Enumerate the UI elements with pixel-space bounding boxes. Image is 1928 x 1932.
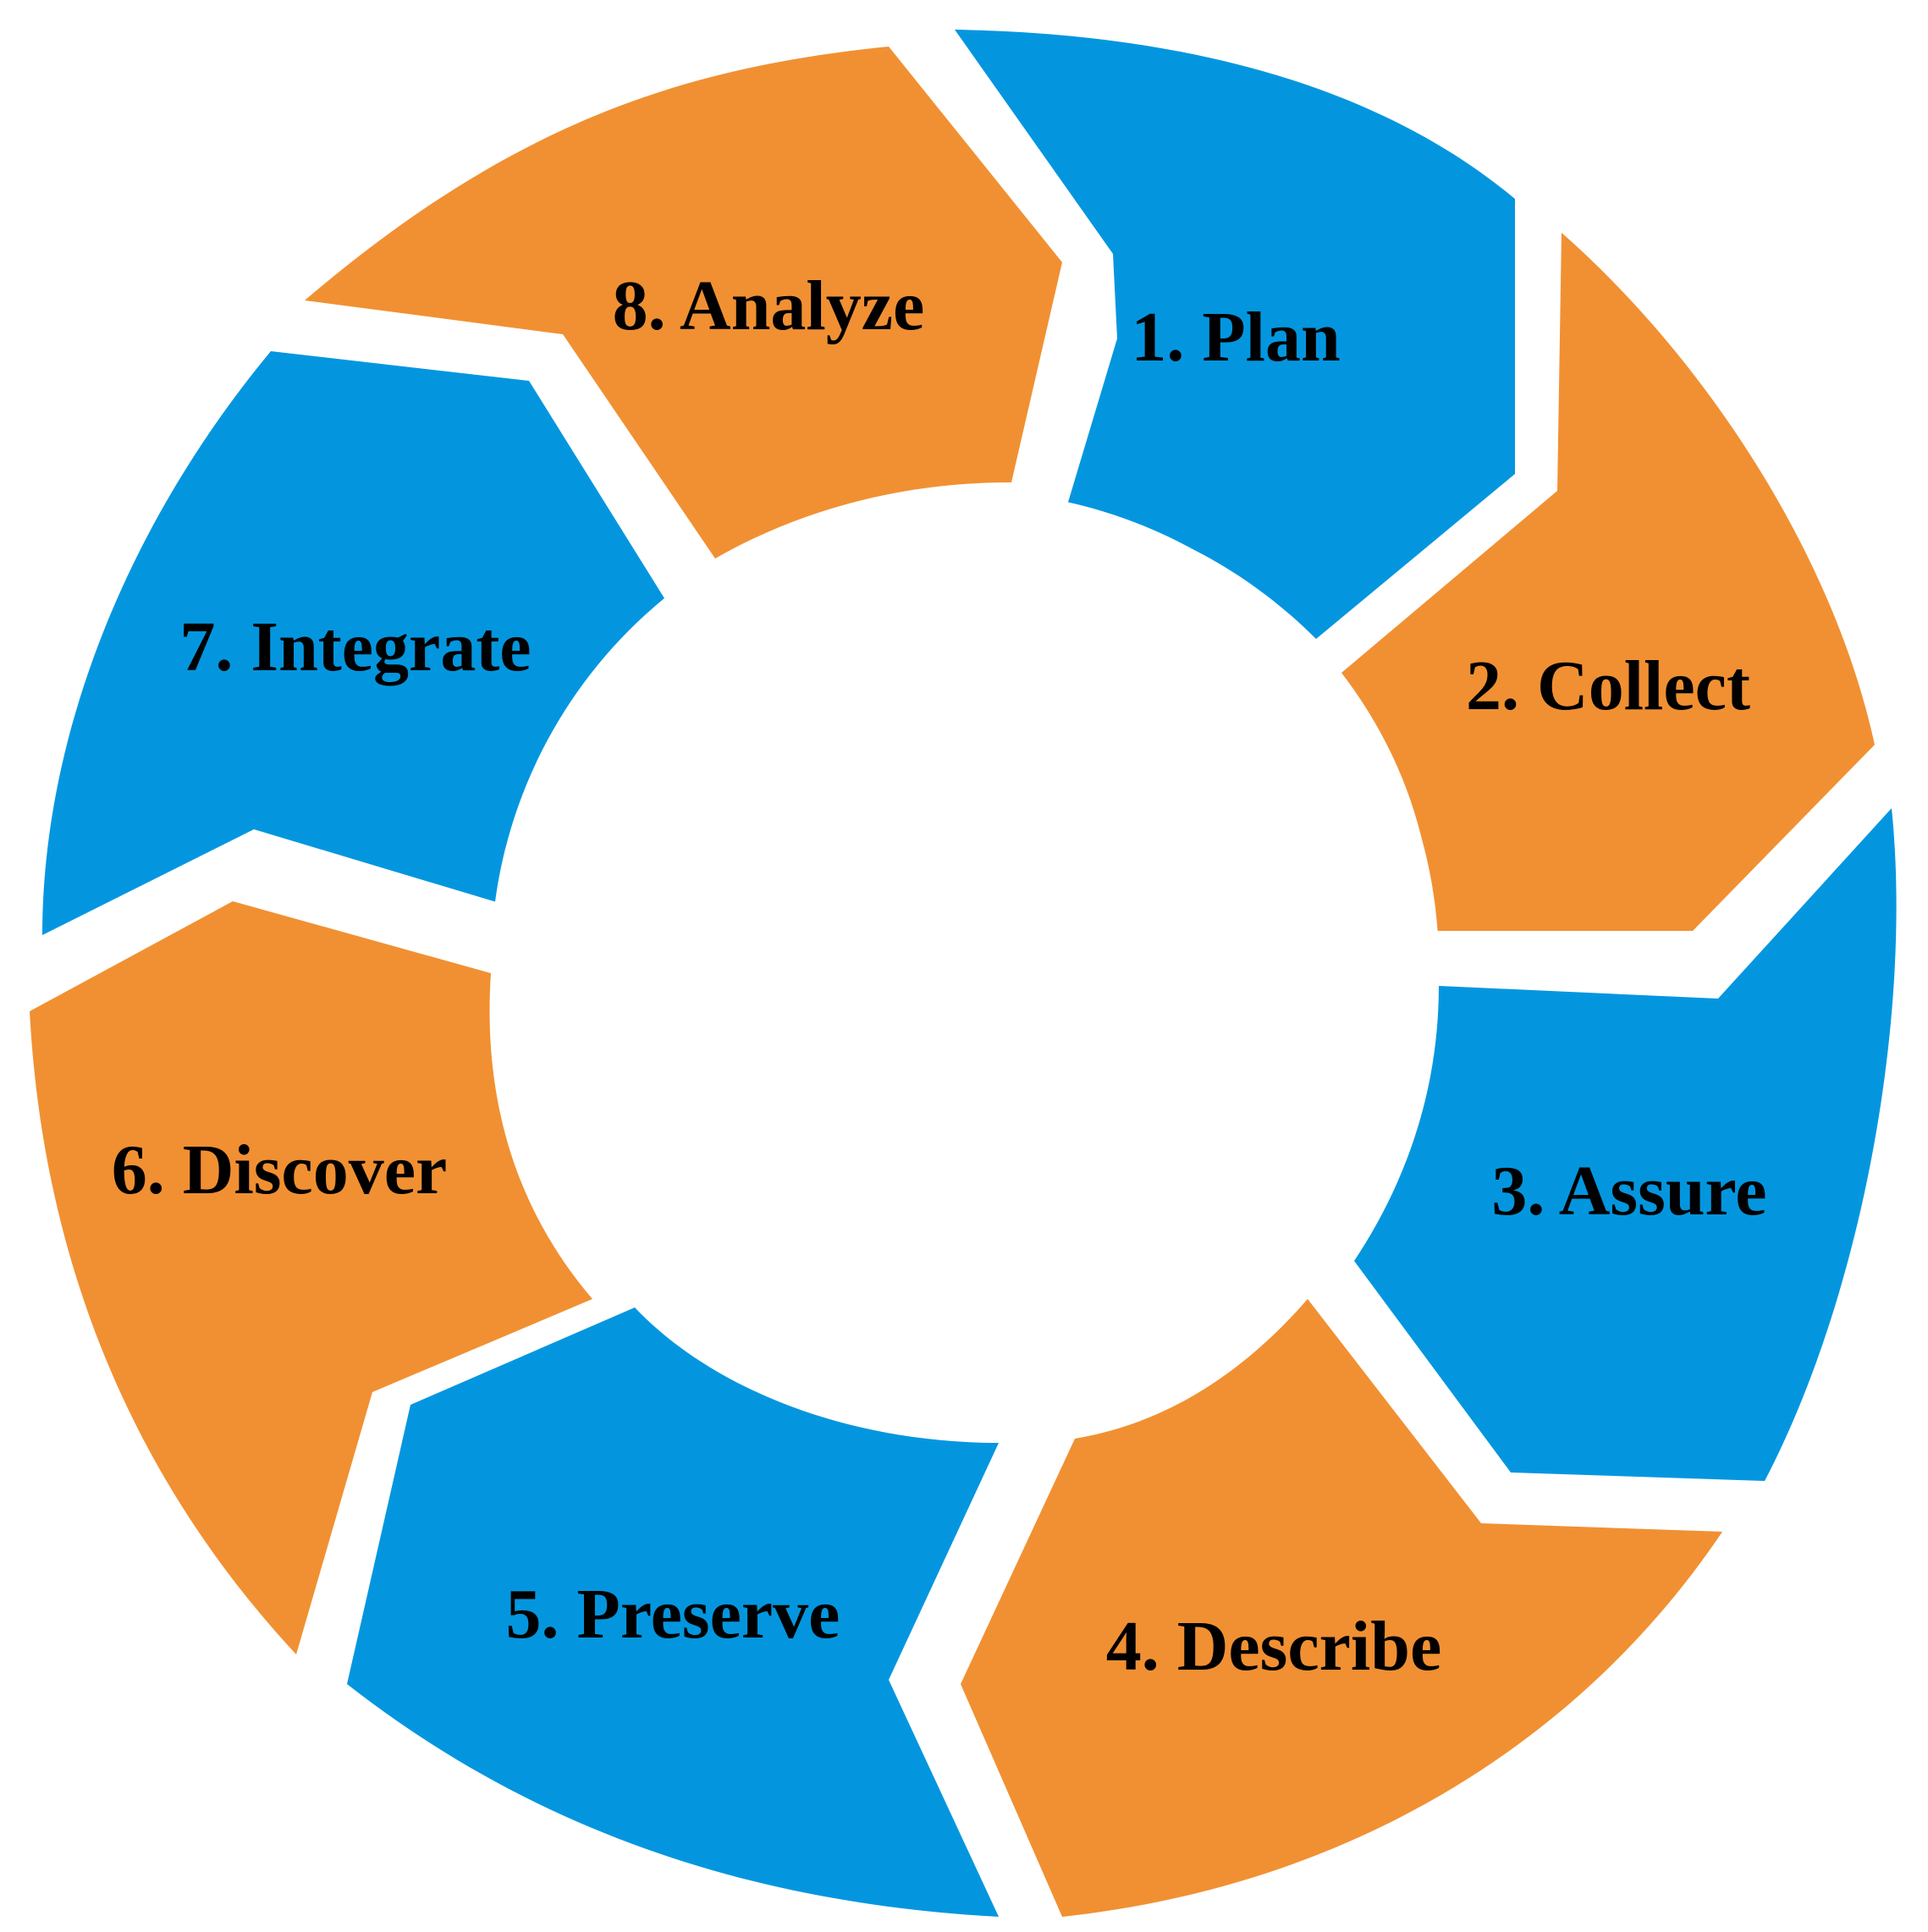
- stage-describe-label: 4. Describe: [1106, 1607, 1442, 1686]
- stage-analyze-label: 8. Analyze: [613, 267, 925, 345]
- center-hole: [491, 491, 1439, 1439]
- stage-integrate-shape: [42, 351, 669, 935]
- stage-preserve-shape: [347, 1307, 999, 1917]
- stage-describe-shape: [961, 1299, 1722, 1917]
- stage-integrate: 7. Integrate: [42, 351, 669, 935]
- stage-collect-label: 2. Collect: [1466, 647, 1750, 725]
- stage-describe: 4. Describe: [961, 1299, 1722, 1917]
- stage-collect-shape: [1341, 233, 1875, 931]
- stage-collect: 2. Collect: [1341, 233, 1875, 931]
- stage-analyze: 8. Analyze: [305, 47, 1062, 559]
- stage-analyze-shape: [305, 47, 1062, 559]
- stage-assure: 3. Assure: [1354, 808, 1897, 1481]
- stage-plan: 1. Plan: [955, 30, 1515, 639]
- stage-discover-label: 6. Discover: [112, 1131, 448, 1209]
- stage-preserve: 5. Preserve: [347, 1307, 999, 1917]
- stage-assure-shape: [1354, 808, 1897, 1481]
- stage-plan-label: 1. Plan: [1131, 298, 1340, 377]
- stage-plan-shape: [955, 30, 1515, 639]
- stage-discover: 6. Discover: [30, 901, 592, 1654]
- stage-preserve-label: 5. Preserve: [506, 1575, 840, 1654]
- stage-integrate-label: 7. Integrate: [179, 608, 531, 686]
- stage-assure-label: 3. Assure: [1491, 1152, 1766, 1230]
- stage-discover-shape: [30, 901, 592, 1654]
